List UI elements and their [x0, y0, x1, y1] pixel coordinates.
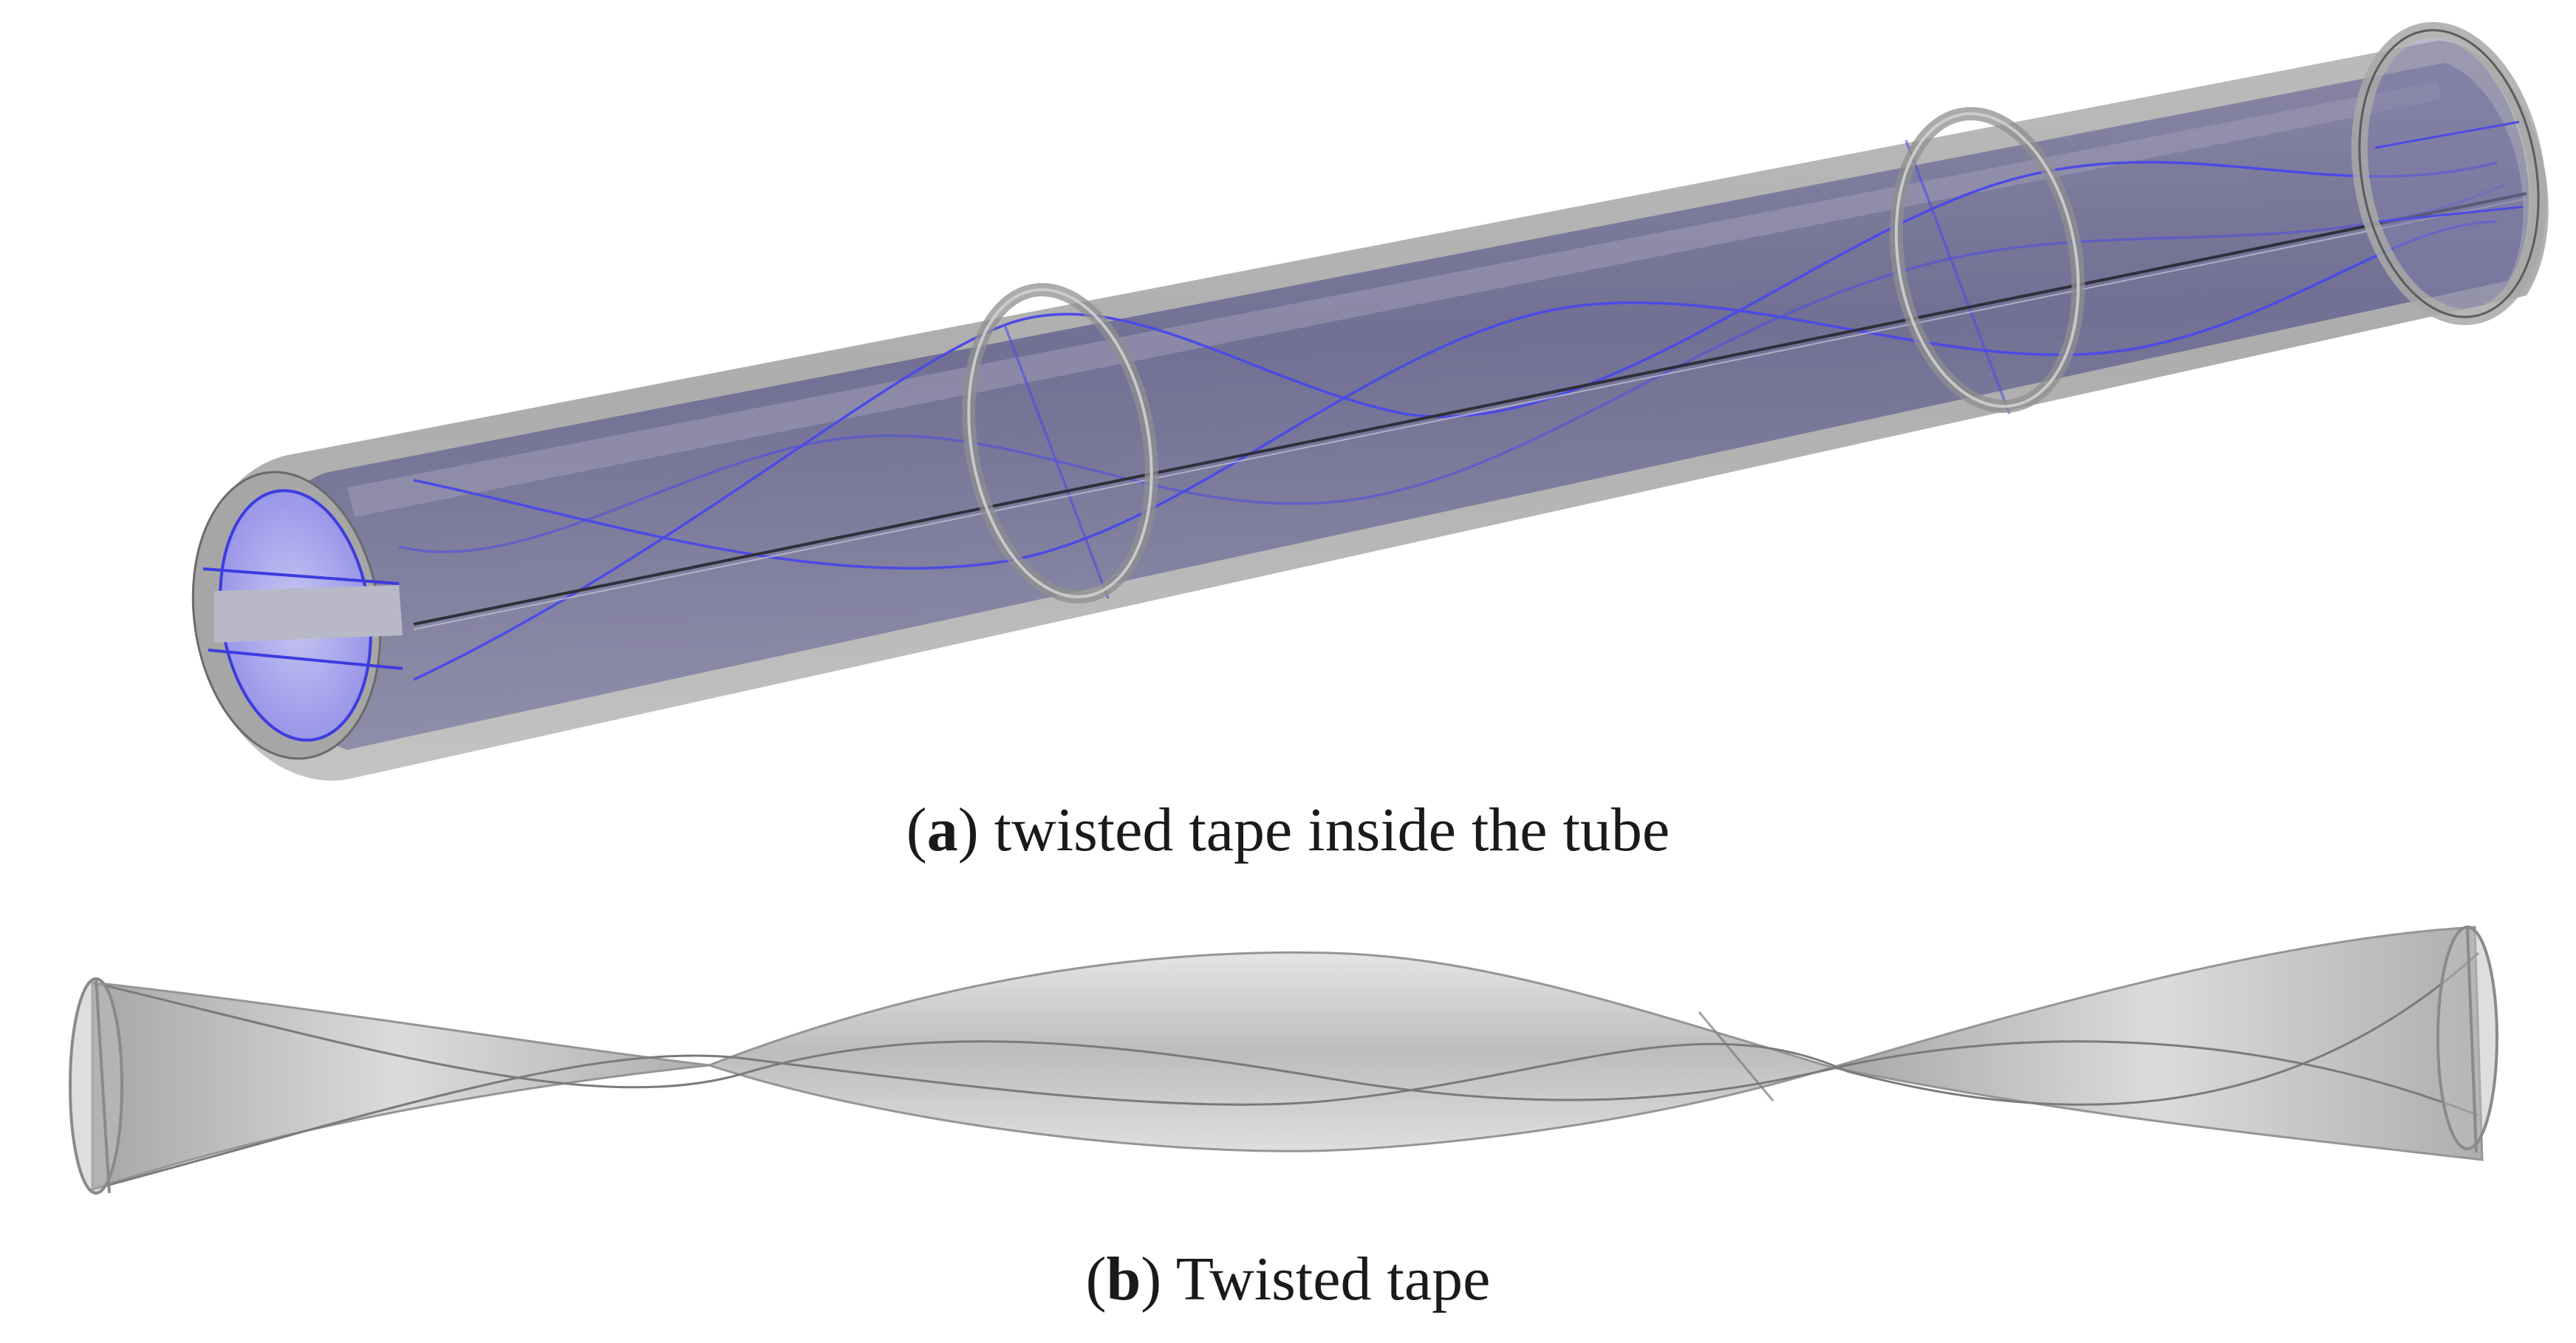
caption-a-letter: a [926, 796, 958, 864]
panel-a: (a) twisted tape inside the tube [191, 21, 2549, 861]
caption-b: (b) Twisted tape [0, 1248, 2576, 1310]
tube-inner-body [254, 63, 2524, 750]
caption-a: (a) twisted tape inside the tube [0, 799, 2576, 861]
caption-b-letter: b [1106, 1245, 1141, 1313]
caption-a-text: ) twisted tape inside the tube [957, 796, 1670, 864]
panel-b [0, 894, 2576, 1219]
tube-near-end [191, 471, 403, 760]
tape-ribbon [91, 926, 2484, 1192]
tape-right-end [2436, 926, 2498, 1153]
tube-with-tape-illustration [191, 21, 2549, 781]
tape-center-line [413, 192, 2527, 630]
tape-twist-edges [92, 951, 2480, 1191]
caption-b-text: ) Twisted tape [1141, 1245, 1491, 1313]
tube-section-rings [962, 106, 2085, 604]
twisted-tape [398, 140, 2505, 681]
tape-left-end [69, 977, 123, 1195]
caption-b-open: ( [1085, 1245, 1107, 1313]
caption-a-open: ( [906, 796, 927, 864]
twisted-tape-illustration [69, 926, 2498, 1195]
tube-far-end [2351, 21, 2547, 326]
